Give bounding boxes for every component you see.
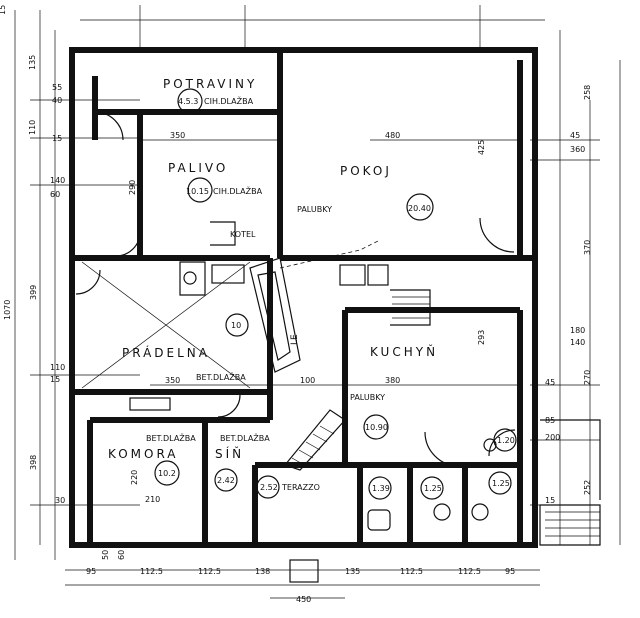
dim-left-total: 1070 bbox=[3, 300, 12, 320]
dim-inner-290: 290 bbox=[128, 180, 137, 195]
room-sin-area: 2.42 bbox=[217, 476, 235, 485]
room-pokoj-floor: PALUBKY bbox=[297, 205, 332, 214]
room-pradelna-name: PRÁDELNA bbox=[122, 345, 210, 360]
sanitary-fixtures bbox=[289, 438, 497, 583]
room-pokoj-name: POKOJ bbox=[340, 164, 392, 178]
dim-left-k: 398 bbox=[29, 455, 38, 470]
dimension-lines bbox=[14, 5, 621, 599]
dim-right-258: 258 bbox=[583, 85, 592, 100]
dim-right-270: 270 bbox=[583, 370, 592, 385]
dim-bot-1125d: 112.5 bbox=[458, 567, 481, 576]
dim-bot-1125a: 112.5 bbox=[140, 567, 163, 576]
dim-bot-1125b: 112.5 bbox=[198, 567, 221, 576]
room-potraviny-name: POTRAVINY bbox=[163, 77, 257, 91]
room-labels: POTRAVINY 4.5.3 CIH.DLAŽBA PALIVO 10.15 … bbox=[108, 77, 515, 493]
pradelna-diagonals bbox=[81, 261, 251, 389]
dim-inner-480: 480 bbox=[385, 131, 400, 140]
area-125b: 1.25 bbox=[492, 479, 510, 488]
area-139: 1.39 bbox=[372, 484, 390, 493]
dim-bot-1125c: 112.5 bbox=[400, 567, 423, 576]
dim-inner-380: 380 bbox=[385, 376, 400, 385]
dimension-texts: 15 1070 135 55 40 110 15 140 60 399 110 … bbox=[0, 5, 592, 604]
room-komora-floor: BET.DLAŽBA bbox=[146, 432, 196, 443]
dim-right-45: 45 bbox=[570, 131, 580, 140]
dim-inner-350b: 350 bbox=[165, 376, 180, 385]
dim-right-360: 360 bbox=[570, 145, 585, 154]
dim-right-15: 15 bbox=[545, 496, 555, 505]
room-komora-area: 10.2 bbox=[158, 469, 176, 478]
dim-inner-100: 100 bbox=[300, 376, 315, 385]
stairs bbox=[283, 289, 601, 546]
room-pokoj-area: 20.40 bbox=[408, 204, 431, 213]
dim-left-d: 110 bbox=[28, 120, 37, 135]
area-120: 1.20 bbox=[497, 436, 515, 445]
room-kuchyn-area: 10.90 bbox=[365, 423, 388, 432]
dim-left-i: 110 bbox=[50, 363, 65, 372]
dim-left-e: 15 bbox=[52, 134, 62, 143]
dim-left-a: 135 bbox=[28, 55, 37, 70]
area-circles bbox=[154, 88, 517, 500]
room-palivo-area: 10.15 bbox=[186, 187, 209, 196]
dim-left-c: 40 bbox=[52, 96, 62, 105]
dim-right-140: 140 bbox=[570, 338, 585, 347]
label-le: LE bbox=[290, 334, 300, 345]
dim-left-g: 60 bbox=[50, 190, 60, 199]
dim-bot-60: 60 bbox=[117, 550, 126, 560]
label-terazzo: TERAZZO bbox=[281, 483, 320, 492]
area-252: 2.52 bbox=[260, 483, 278, 492]
dim-right-200: 200 bbox=[545, 433, 560, 442]
dim-inner-425: 425 bbox=[477, 140, 486, 155]
room-kuchyn-name: KUCHYŇ bbox=[370, 344, 438, 359]
dim-bot-135: 135 bbox=[345, 567, 360, 576]
dim-left-f: 140 bbox=[50, 176, 65, 185]
dim-right-180: 180 bbox=[570, 326, 585, 335]
dim-left-b: 55 bbox=[52, 83, 62, 92]
room-palivo-floor: CIH.DLAŽBA bbox=[213, 185, 263, 196]
dim-right-370: 370 bbox=[583, 240, 592, 255]
dim-left-l: 30 bbox=[55, 496, 65, 505]
room-pradelna-area: 10 bbox=[231, 321, 241, 330]
room-komora-name: KOMORA bbox=[108, 447, 179, 461]
room-sin-name: SÍŇ bbox=[215, 446, 244, 461]
dim-bot-95: 95 bbox=[86, 567, 96, 576]
dim-right-85: 85 bbox=[545, 416, 555, 425]
dim-bot-138: 138 bbox=[255, 567, 270, 576]
dim-inner-210: 210 bbox=[145, 495, 160, 504]
room-palivo-name: PALIVO bbox=[168, 161, 228, 175]
room-potraviny-area: 4.5.3 bbox=[178, 97, 198, 106]
dim-top-left: 15 bbox=[0, 5, 7, 15]
room-kuchyn-floor: PALUBKY bbox=[350, 393, 385, 402]
room-sin-floor: BET.DLAŽBA bbox=[220, 432, 270, 443]
outer-walls bbox=[69, 47, 538, 548]
central-core bbox=[129, 221, 389, 411]
dim-inner-293: 293 bbox=[477, 330, 486, 345]
dim-bot-95b: 95 bbox=[505, 567, 515, 576]
area-125: 1.25 bbox=[424, 484, 442, 493]
interior-walls bbox=[72, 50, 535, 545]
dim-right-252: 252 bbox=[583, 480, 592, 495]
dim-left-j: 15 bbox=[50, 375, 60, 384]
dim-inner-350a: 350 bbox=[170, 131, 185, 140]
dim-bot-450: 450 bbox=[296, 595, 311, 604]
dim-inner-220: 220 bbox=[130, 470, 139, 485]
dim-bot-50: 50 bbox=[101, 550, 110, 560]
label-kotel: KOTEL bbox=[230, 230, 256, 239]
dim-right-45b: 45 bbox=[545, 378, 555, 387]
room-potraviny-floor: CIH.DLAŽBA bbox=[204, 95, 254, 106]
dim-left-h: 399 bbox=[29, 285, 38, 300]
room-pradelna-floor: BET.DLAŽBA bbox=[196, 371, 246, 382]
